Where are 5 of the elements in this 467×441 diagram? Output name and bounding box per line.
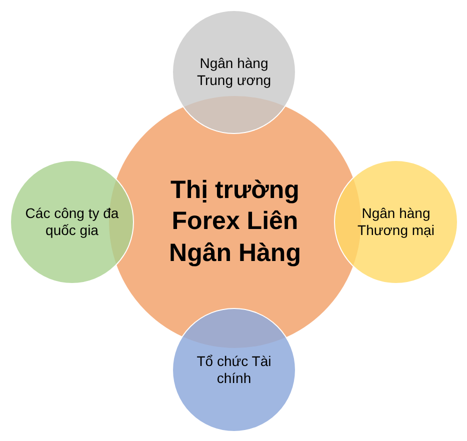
circle-label: Ngân hàng Thương mại bbox=[356, 204, 436, 240]
circle-label: Tổ chức Tài chính bbox=[196, 352, 272, 388]
center-title: Thị trường Forex Liên Ngân Hàng bbox=[168, 175, 302, 269]
circle-label: Các công ty đa quốc gia bbox=[24, 204, 120, 240]
circle-label: Ngân hàng Trung ương bbox=[196, 54, 272, 90]
